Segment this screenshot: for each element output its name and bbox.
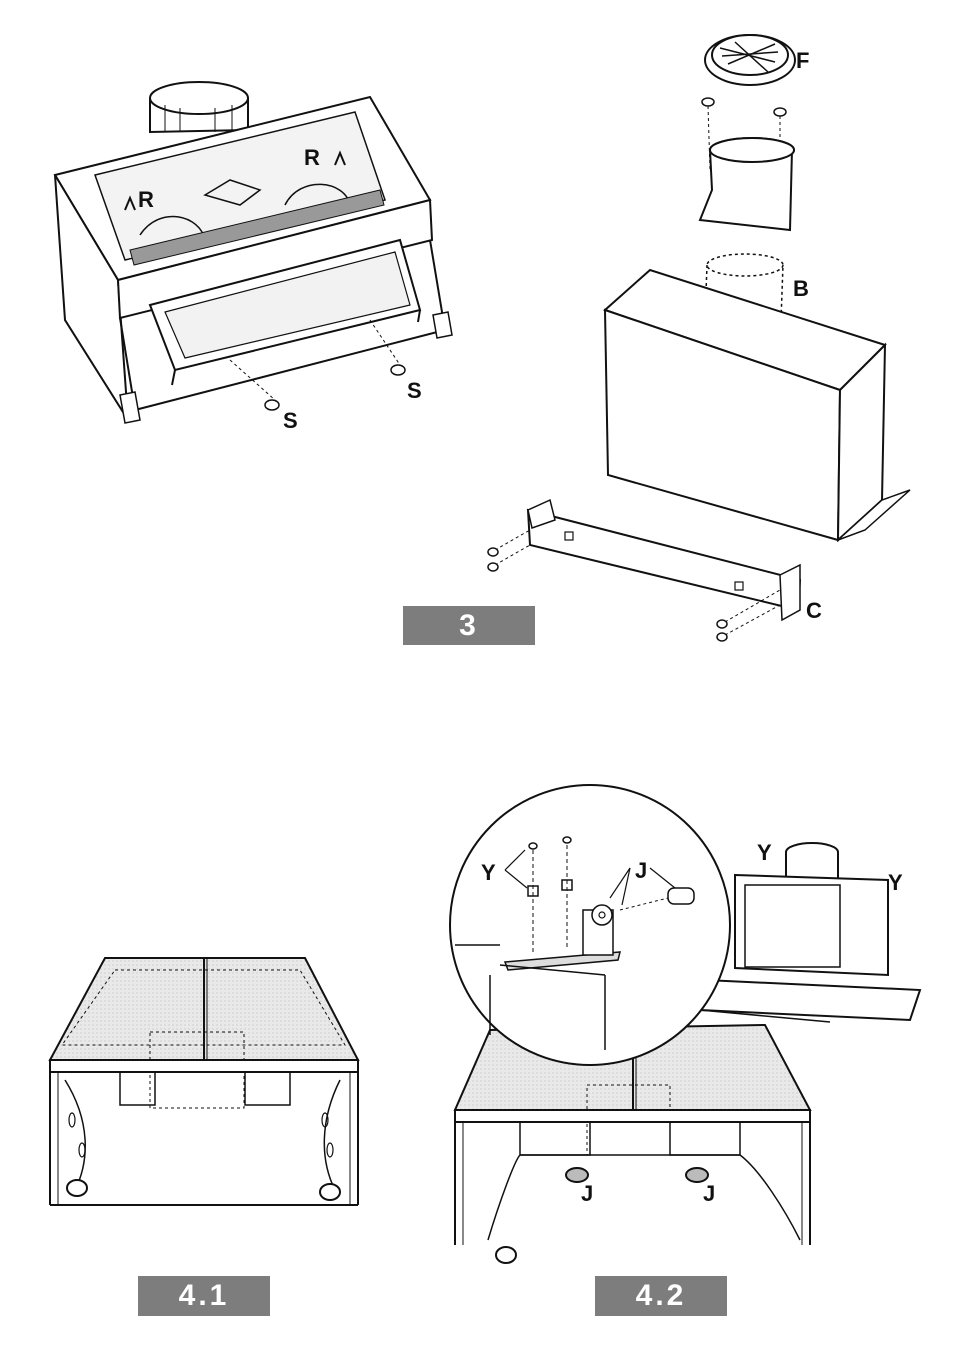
hood-with-filter-drawing	[55, 82, 452, 423]
figure-tag-4-2: 4.2	[595, 1276, 727, 1316]
hood-under-cabinet-drawing	[50, 958, 358, 1205]
figure-tag-3: 3	[403, 606, 535, 645]
label-j-left: J	[581, 1181, 593, 1206]
label-b: B	[793, 276, 809, 301]
label-r-right: R	[304, 145, 320, 170]
label-c: C	[806, 598, 822, 623]
label-y-right: Y	[888, 870, 903, 895]
hood-fixing-drawing	[450, 785, 920, 1263]
label-s-front: S	[283, 408, 298, 433]
label-y-zoom: Y	[481, 860, 496, 885]
label-s-right: S	[407, 378, 422, 403]
label-j-zoom: J	[635, 858, 647, 883]
label-y-left: Y	[757, 840, 772, 865]
hood-exploded-drawing	[488, 35, 910, 641]
label-r-left: R	[138, 187, 154, 212]
label-j-right: J	[703, 1181, 715, 1206]
figure-tag-4-1: 4.1	[138, 1276, 270, 1316]
label-f: F	[796, 48, 809, 73]
